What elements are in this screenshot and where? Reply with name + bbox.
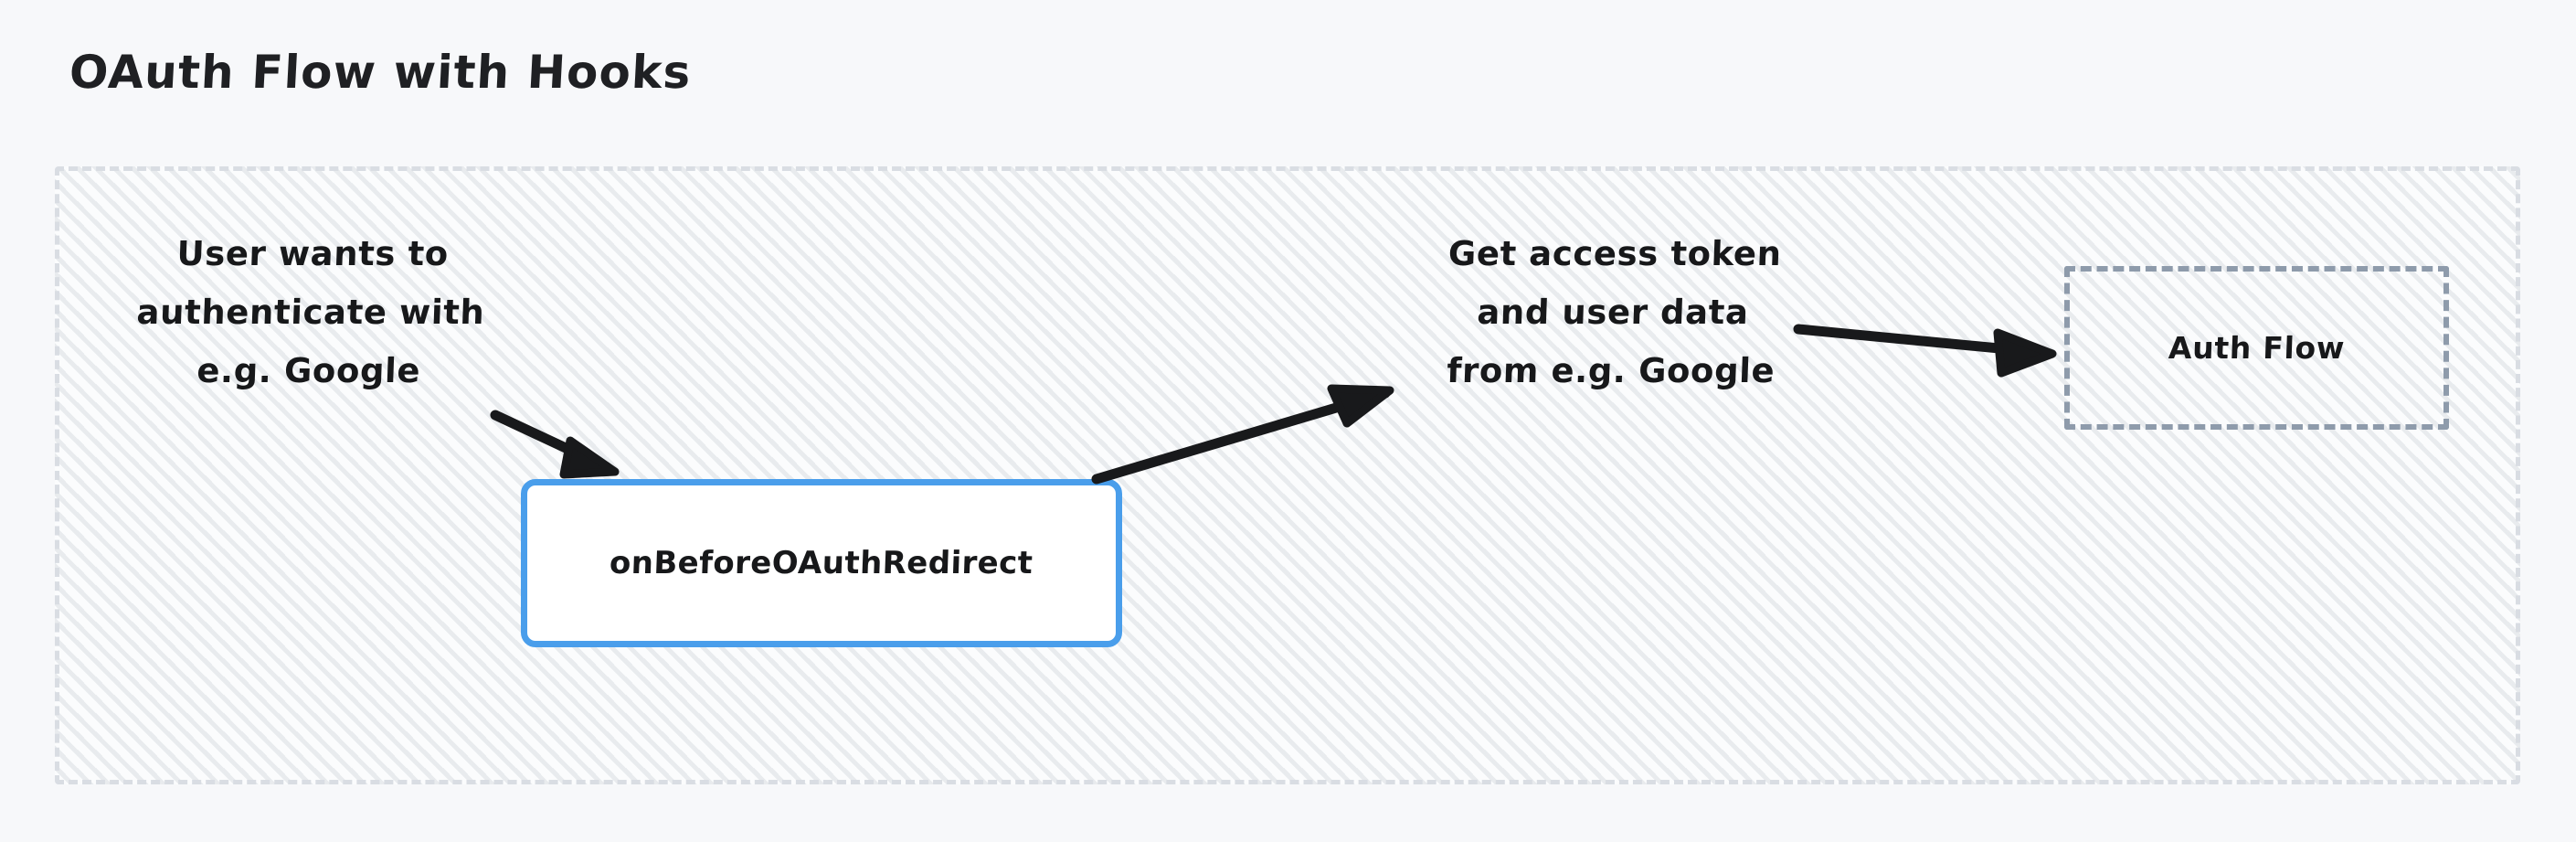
node-auth-flow[interactable]: Auth Flow [2064,266,2449,430]
page-title: OAuth Flow with Hooks [68,46,694,99]
node-on-before-oauth-redirect[interactable]: onBeforeOAuthRedirect [521,479,1122,647]
node-on-before-oauth-redirect-label: onBeforeOAuthRedirect [609,545,1034,581]
label-user-wants-to-authenticate: User wants to authenticate with e.g. Goo… [135,234,486,390]
label-get-access-token: Get access token and user data from e.g.… [1446,234,1783,390]
node-auth-flow-label: Auth Flow [2168,330,2346,366]
